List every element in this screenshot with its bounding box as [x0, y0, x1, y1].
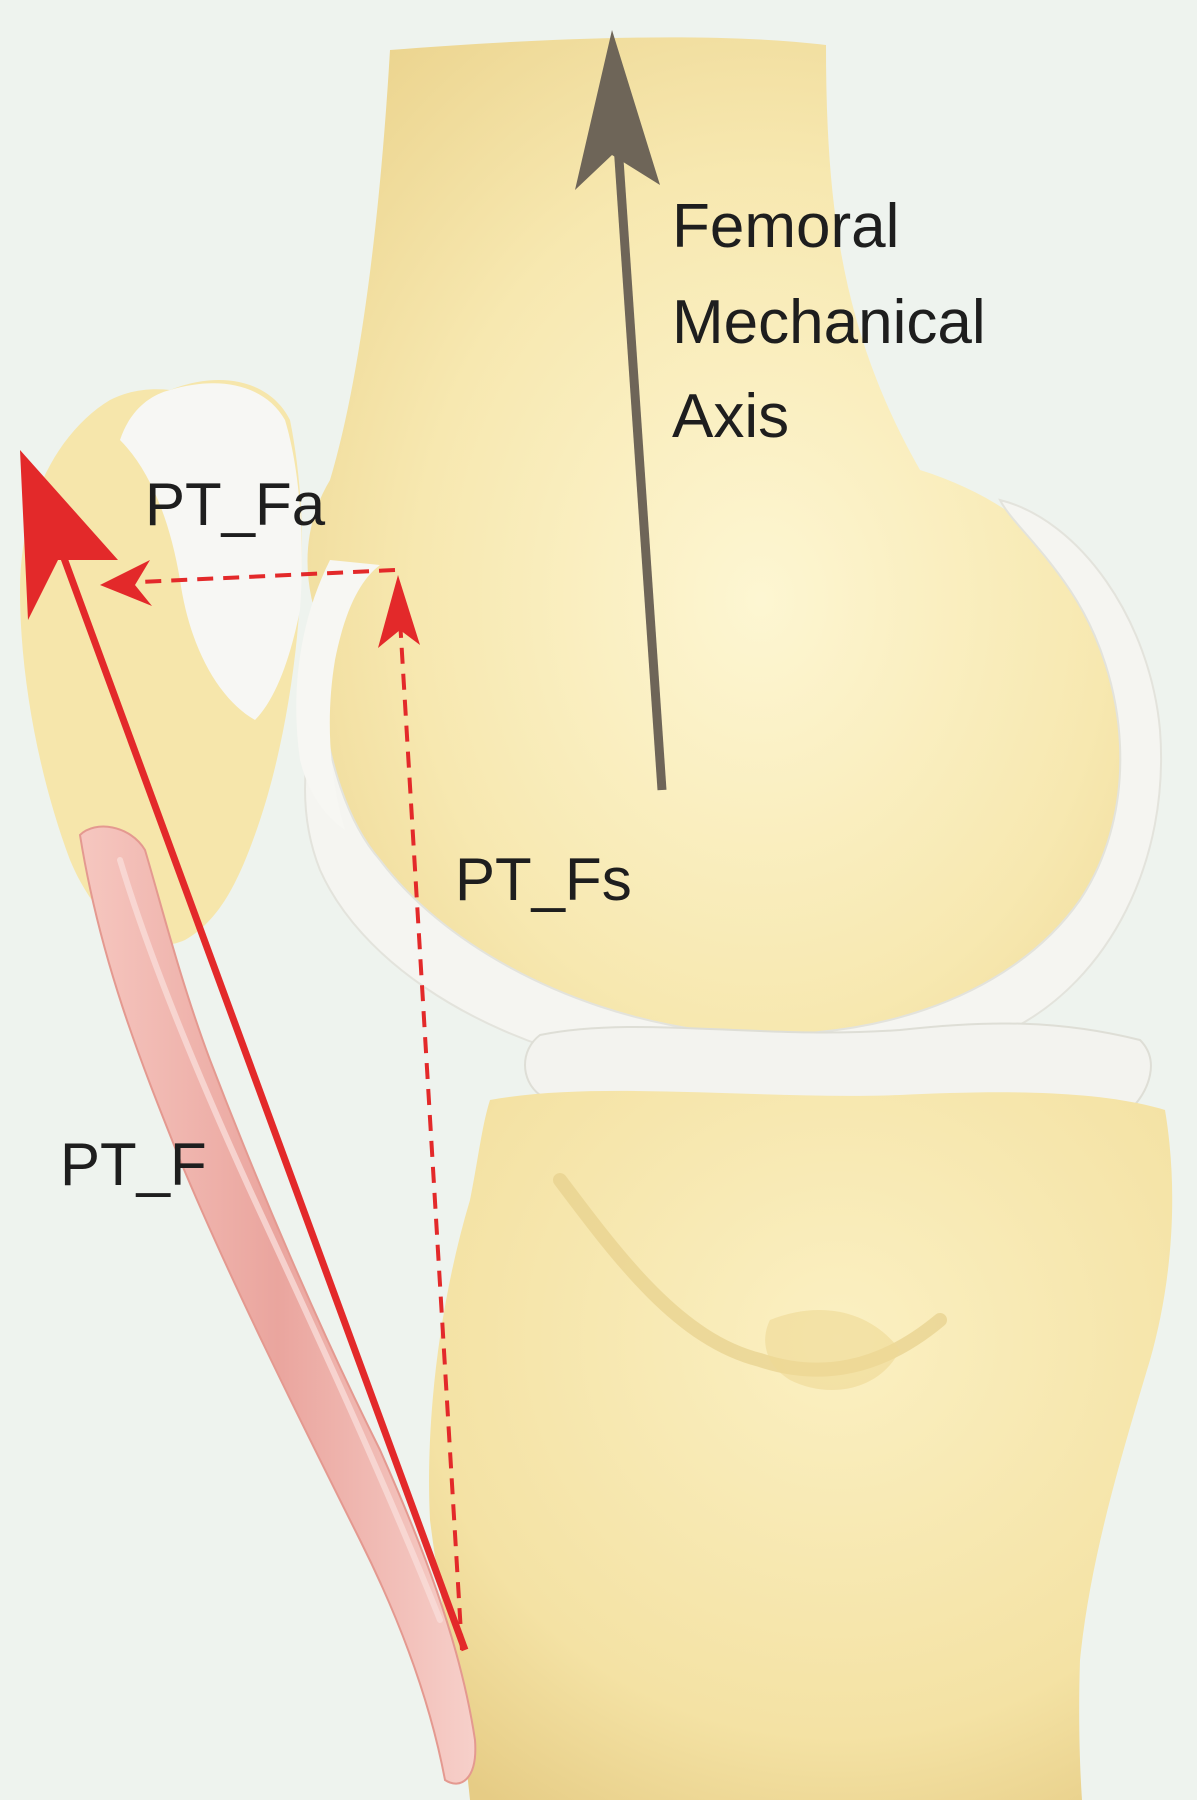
femoral-axis-arrow [575, 30, 667, 791]
pt-fs-label: PT_Fs [455, 846, 632, 913]
axis-label-line1: Femoral [672, 192, 899, 261]
axis-label-line2: Mechanical [672, 288, 986, 357]
axis-label-line3: Axis [672, 382, 789, 451]
tibia-bone [429, 1090, 1173, 1800]
pt-fa-vector [100, 560, 396, 606]
pt-fa-label: PT_Fa [145, 471, 326, 538]
pt-f-vector [20, 450, 469, 1652]
femur-bone [307, 37, 1132, 1060]
patellar-tendon [78, 825, 477, 1785]
pt-f-label: PT_F [60, 1131, 207, 1198]
tendon-highlight [117, 857, 443, 1623]
trochlear-cartilage [296, 560, 380, 830]
tibia-tuberosity [765, 1310, 900, 1390]
pt-fs-vector [378, 575, 464, 1651]
patellar-cartilage [120, 383, 302, 720]
